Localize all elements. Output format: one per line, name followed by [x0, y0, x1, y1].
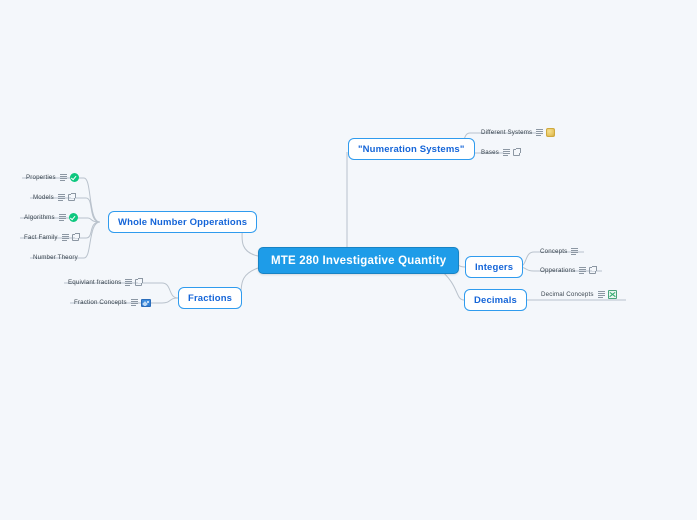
connector-whole-fact: [85, 221, 101, 239]
external-link-icon[interactable]: [589, 266, 598, 274]
external-link-icon[interactable]: [135, 278, 144, 286]
branch-node-integers[interactable]: Integers: [465, 256, 524, 278]
leaf-icons-different-systems: [536, 128, 556, 137]
check-badge-icon[interactable]: [68, 213, 78, 222]
branch-node-whole-number-opperations[interactable]: Whole Number Opperations: [108, 211, 258, 233]
branch-label-numeration-systems: "Numeration Systems": [358, 143, 465, 155]
leaf-different-systems[interactable]: Different Systems: [481, 126, 556, 139]
notes-icon[interactable]: [61, 234, 69, 241]
leaf-label-fact-family: Fact Family: [24, 234, 58, 241]
check-badge-icon[interactable]: [69, 173, 79, 182]
leaf-bases[interactable]: Bases: [481, 146, 521, 159]
leaf-icons-fact-family: [61, 233, 80, 241]
notes-icon[interactable]: [57, 194, 65, 201]
external-link-icon[interactable]: [67, 193, 76, 201]
leaf-icons-models: [57, 193, 76, 201]
notes-icon[interactable]: [130, 299, 138, 306]
leaf-label-fraction-concepts: Fraction Concepts: [74, 299, 127, 306]
leaf-fraction-concepts[interactable]: Fraction Concepts: [74, 296, 151, 309]
leaf-models[interactable]: Models: [33, 191, 76, 204]
external-link-icon[interactable]: [71, 233, 80, 241]
notes-icon[interactable]: [597, 291, 605, 298]
leaf-label-decimal-concepts: Decimal Concepts: [541, 291, 594, 298]
external-link-icon[interactable]: [512, 148, 521, 156]
branch-node-fractions[interactable]: Fractions: [178, 287, 243, 309]
leaf-algorithms[interactable]: Algorithms: [24, 211, 78, 224]
branch-label-whole-number-opperations: Whole Number Opperations: [118, 216, 248, 228]
branch-node-numeration-systems[interactable]: "Numeration Systems": [348, 138, 475, 160]
leaf-fact-family[interactable]: Fact Family: [24, 231, 80, 244]
connector-whole-properties: [83, 177, 101, 223]
leaf-label-algorithms: Algorithms: [24, 214, 55, 221]
branch-label-integers: Integers: [475, 261, 514, 273]
connector-whole-algorithms: [87, 217, 101, 223]
notes-icon[interactable]: [579, 267, 587, 274]
root-node-label: MTE 280 Investigative Quantity: [271, 254, 447, 267]
branch-label-decimals: Decimals: [474, 294, 517, 306]
leaf-label-different-systems: Different Systems: [481, 129, 533, 136]
notes-icon[interactable]: [571, 248, 579, 255]
leaf-icons-fraction-concepts: [130, 298, 151, 307]
leaf-icons-concepts: [571, 248, 579, 255]
sticky-note-icon[interactable]: [546, 128, 556, 137]
branch-node-decimals[interactable]: Decimals: [464, 289, 527, 311]
notes-icon[interactable]: [125, 279, 133, 286]
leaf-number-theory[interactable]: Number Theory: [33, 251, 78, 264]
leaf-icons-properties: [59, 173, 79, 182]
image-thumbnail-icon[interactable]: [140, 298, 151, 307]
leaf-opperations[interactable]: Opperations: [540, 264, 598, 277]
notes-icon[interactable]: [502, 149, 510, 156]
leaf-label-concepts: Concepts: [540, 248, 568, 255]
leaf-label-models: Models: [33, 194, 54, 201]
notes-icon[interactable]: [58, 214, 66, 221]
leaf-icons-algorithms: [58, 213, 78, 222]
leaf-label-properties: Properties: [26, 174, 56, 181]
leaf-label-opperations: Opperations: [540, 267, 576, 274]
leaf-label-equivlant-fractions: Equivlant fractions: [68, 279, 122, 286]
leaf-icons-decimal-concepts: [597, 290, 617, 299]
leaf-icons-equivlant-fractions: [125, 278, 144, 286]
branch-label-fractions: Fractions: [188, 292, 233, 304]
connector-fractions-equiv: [161, 282, 179, 299]
notes-icon[interactable]: [59, 174, 67, 181]
leaf-properties[interactable]: Properties: [26, 171, 79, 184]
root-node[interactable]: MTE 280 Investigative Quantity: [258, 247, 460, 274]
leaf-label-bases: Bases: [481, 149, 499, 156]
leaf-equivlant-fractions[interactable]: Equivlant fractions: [68, 276, 144, 289]
leaf-label-number-theory: Number Theory: [33, 254, 78, 261]
connector-fractions-concepts: [161, 297, 179, 304]
leaf-decimal-concepts[interactable]: Decimal Concepts: [541, 288, 617, 301]
notes-icon[interactable]: [536, 129, 544, 136]
spreadsheet-icon[interactable]: [607, 290, 617, 299]
leaf-icons-bases: [502, 148, 521, 156]
leaf-concepts[interactable]: Concepts: [540, 245, 579, 258]
leaf-icons-opperations: [579, 266, 598, 274]
connector-whole-number-theory: [83, 221, 101, 259]
connector-whole-models: [85, 197, 101, 223]
